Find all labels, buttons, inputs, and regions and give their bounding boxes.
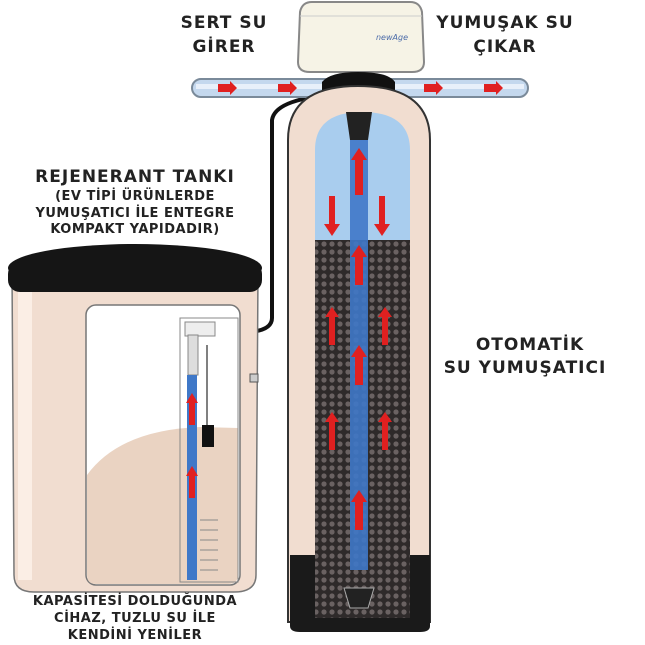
outlet-label-line2: ÇIKAR bbox=[473, 37, 536, 57]
brine-tank-title: REJENERANT TANKI bbox=[35, 167, 235, 187]
softener-label-line2: SU YUMUŞATICI bbox=[444, 358, 607, 378]
brine-tank bbox=[8, 244, 262, 593]
regen-note-line2: CİHAZ, TUZLU SU İLE bbox=[54, 610, 216, 626]
salt-level bbox=[87, 427, 238, 584]
flow-arrows-brine bbox=[186, 393, 198, 498]
inlet-label-line2: GİRER bbox=[192, 35, 255, 57]
control-valve-head: newAge bbox=[296, 1, 426, 73]
regen-note-line1: KAPASİTESİ DOLDUĞUNDA bbox=[33, 593, 237, 609]
brine-note-line2: YUMUŞATICI İLE ENTEGRE bbox=[34, 205, 234, 221]
tank-base bbox=[290, 555, 430, 632]
regen-note-line3: KENDİNİ YENİLER bbox=[68, 627, 202, 643]
brine-hose bbox=[249, 93, 331, 334]
brine-note-line1: (EV TİPİ ÜRÜNLERDE bbox=[55, 188, 215, 204]
softener-label-line1: OTOMATİK bbox=[476, 333, 584, 355]
bottom-distributor bbox=[343, 587, 375, 609]
outlet-label-line1: YUMUŞAK SU bbox=[435, 13, 573, 33]
top-distributor bbox=[346, 112, 372, 140]
flow-arrows-tank bbox=[324, 148, 392, 530]
float bbox=[202, 425, 214, 447]
valve-brand-logo: newAge bbox=[376, 33, 408, 42]
brine-note-line3: KOMPAKT YAPIDADIR) bbox=[50, 222, 219, 237]
flow-arrows-pipe bbox=[218, 81, 503, 95]
inlet-label-line1: SERT SU bbox=[181, 13, 268, 33]
